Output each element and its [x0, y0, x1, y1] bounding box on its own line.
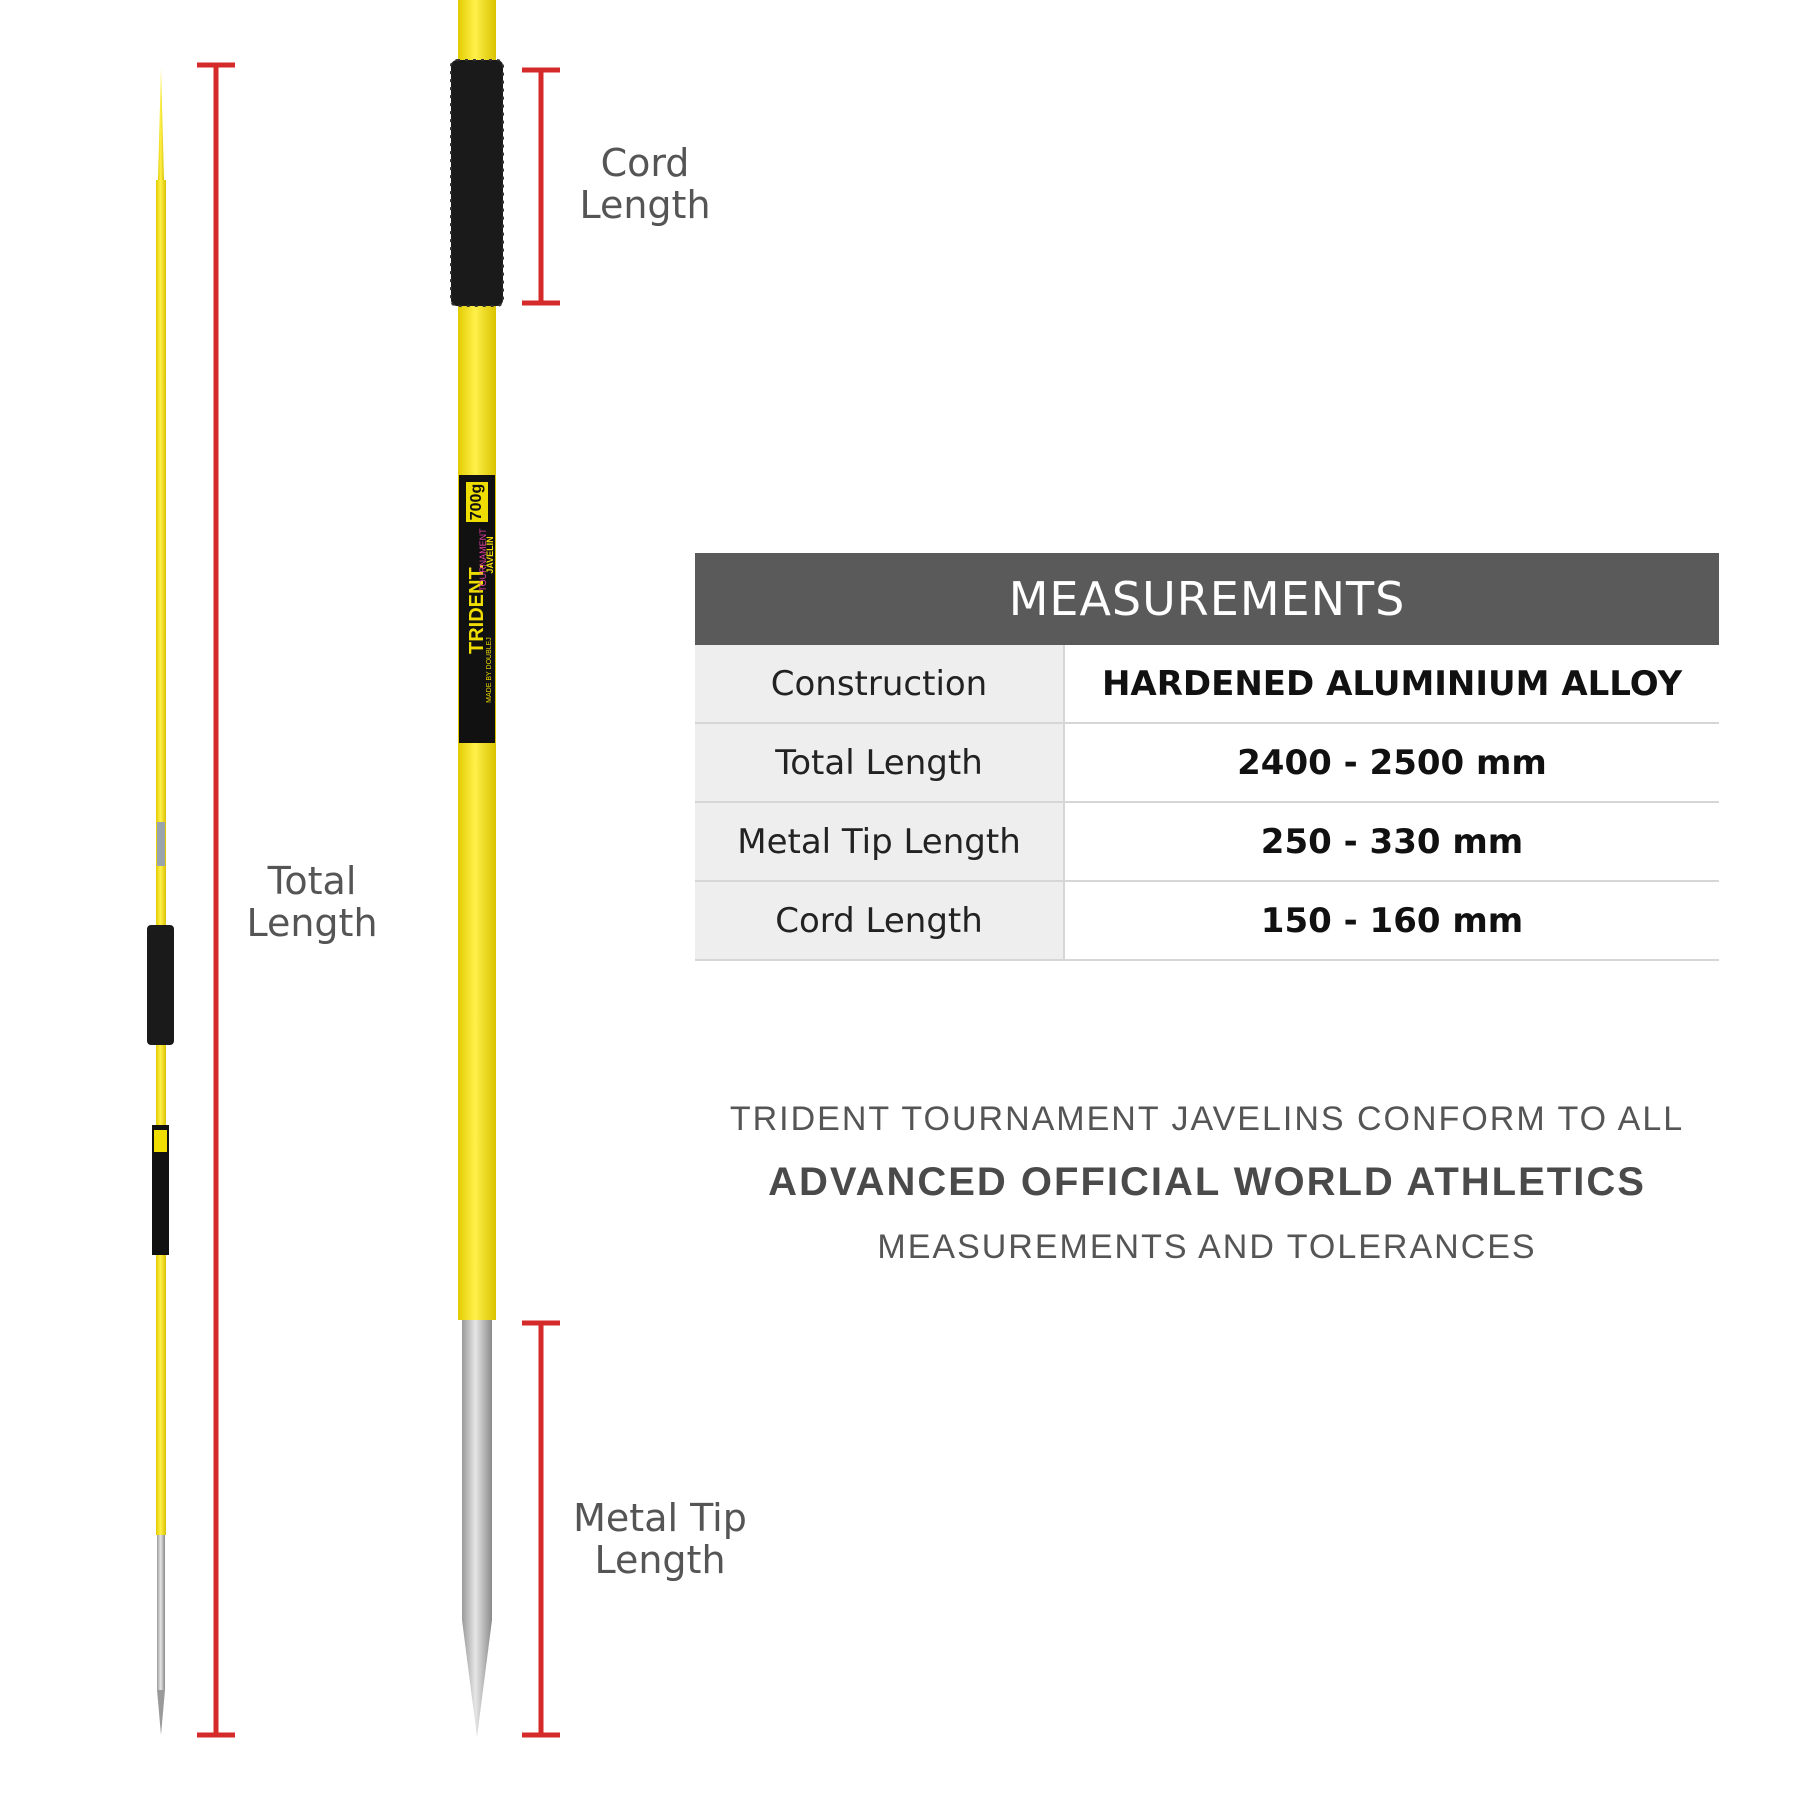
full-javelin	[147, 68, 174, 1735]
row-label-total-length: Total Length	[695, 723, 1065, 803]
table-row: Construction HARDENED ALUMINIUM ALLOY	[695, 645, 1719, 724]
cord-length-marker	[522, 67, 560, 306]
row-value-metal-tip-length: 250 - 330 mm	[1064, 802, 1719, 882]
row-value-cord-length: 150 - 160 mm	[1064, 881, 1719, 961]
cord-length-label: Cord Length	[555, 142, 735, 226]
row-label-construction: Construction	[695, 645, 1065, 724]
measurements-table: MEASUREMENTS Construction HARDENED ALUMI…	[695, 553, 1719, 961]
metal-tip-length-label-line1: Metal Tip	[573, 1496, 747, 1540]
table-row: Metal Tip Length 250 - 330 mm	[695, 802, 1719, 882]
table-row: Total Length 2400 - 2500 mm	[695, 723, 1719, 803]
table-row: Cord Length 150 - 160 mm	[695, 881, 1719, 961]
conformance-note-line1: TRIDENT TOURNAMENT JAVELINS CONFORM TO A…	[729, 1100, 1685, 1138]
row-label-cord-length: Cord Length	[695, 881, 1065, 961]
row-value-total-length: 2400 - 2500 mm	[1064, 723, 1719, 803]
metal-tip-length-label: Metal Tip Length	[555, 1497, 765, 1581]
row-value-construction: HARDENED ALUMINIUM ALLOY	[1064, 645, 1719, 724]
row-label-metal-tip-length: Metal Tip Length	[695, 802, 1065, 882]
total-length-label-line2: Length	[246, 901, 378, 945]
detail-javelin	[450, 0, 504, 1737]
measurements-table-header: MEASUREMENTS	[695, 553, 1719, 645]
cord-length-label-line1: Cord	[600, 141, 690, 185]
brand-maker-text: MADE BY DOUBLEJ	[486, 637, 493, 703]
metal-tip-length-marker	[522, 1320, 560, 1738]
metal-tip-length-label-line2: Length	[594, 1538, 726, 1582]
conformance-note-line3: MEASUREMENTS AND TOLERANCES	[877, 1228, 1537, 1266]
total-length-marker	[197, 62, 235, 1738]
conformance-note-line2: ADVANCED OFFICIAL WORLD ATHLETICS	[768, 1160, 1646, 1204]
total-length-label-line1: Total	[267, 859, 357, 903]
brand-type-text: JAVELIN	[485, 536, 495, 574]
cord-length-label-line2: Length	[579, 183, 711, 227]
measurements-title: MEASUREMENTS	[695, 553, 1719, 645]
total-length-label: Total Length	[222, 860, 402, 944]
